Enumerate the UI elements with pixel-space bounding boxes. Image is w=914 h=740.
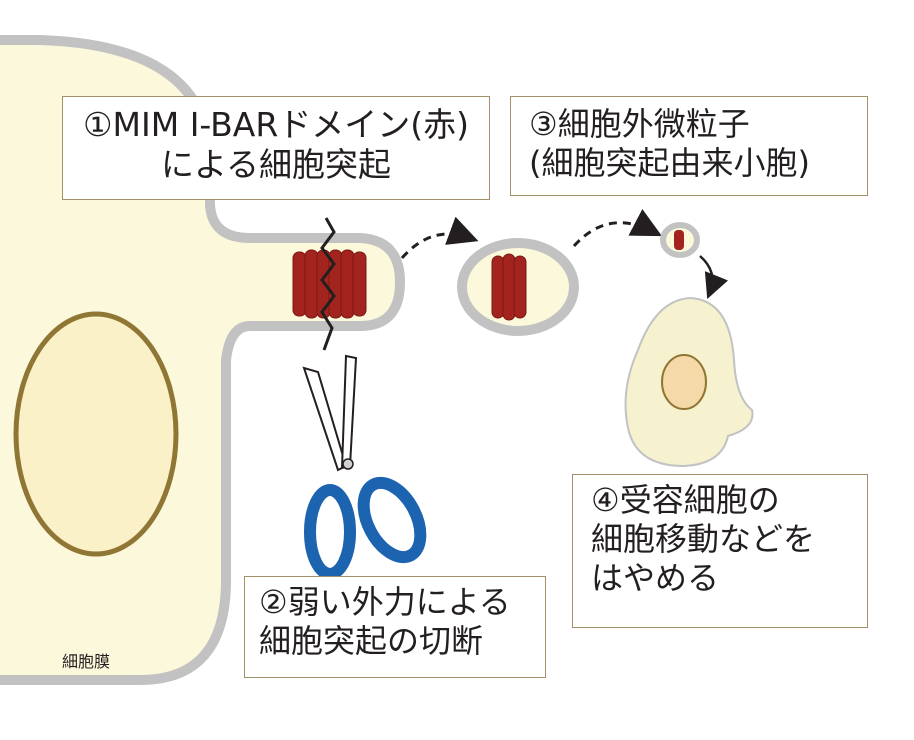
- dashed-arrow-icon: [400, 216, 479, 259]
- label-step4-line3: はやめる: [591, 559, 720, 598]
- protein-coil-icon: [674, 230, 684, 250]
- receiving-nucleus: [661, 354, 707, 410]
- label-step1-line2: による細胞突起: [160, 145, 391, 185]
- label-step3-line1: ③細胞外微粒子: [529, 105, 750, 143]
- label-step4-line1: ④受容細胞の: [591, 481, 780, 519]
- label-step3-line2: (細胞突起由来小胞): [529, 144, 810, 183]
- label-step4: ④受容細胞の 細胞移動などを はやめる: [572, 474, 868, 628]
- scissors-icon: [302, 354, 427, 580]
- protein-coil-icon: [491, 253, 527, 321]
- label-step2-line1: ②弱い外力による: [259, 583, 511, 621]
- label-step3: ③細胞外微粒子 (細胞突起由来小胞): [510, 96, 868, 196]
- label-step2-line2: 細胞突起の切断: [259, 622, 484, 661]
- membrane-label: 細胞膜: [62, 652, 111, 671]
- donor-nucleus: [13, 311, 179, 557]
- label-step1: ①MIM I-BARドメイン(赤) による細胞突起: [62, 96, 490, 200]
- dashed-arrow-icon: [572, 208, 662, 248]
- cut-line-icon: [320, 217, 336, 351]
- label-step1-line1: ①MIM I-BARドメイン(赤): [82, 105, 470, 144]
- label-step2: ②弱い外力による 細胞突起の切断: [244, 576, 546, 678]
- solid-arrow-icon: [699, 255, 729, 299]
- label-step4-line2: 細胞移動などを: [591, 520, 816, 559]
